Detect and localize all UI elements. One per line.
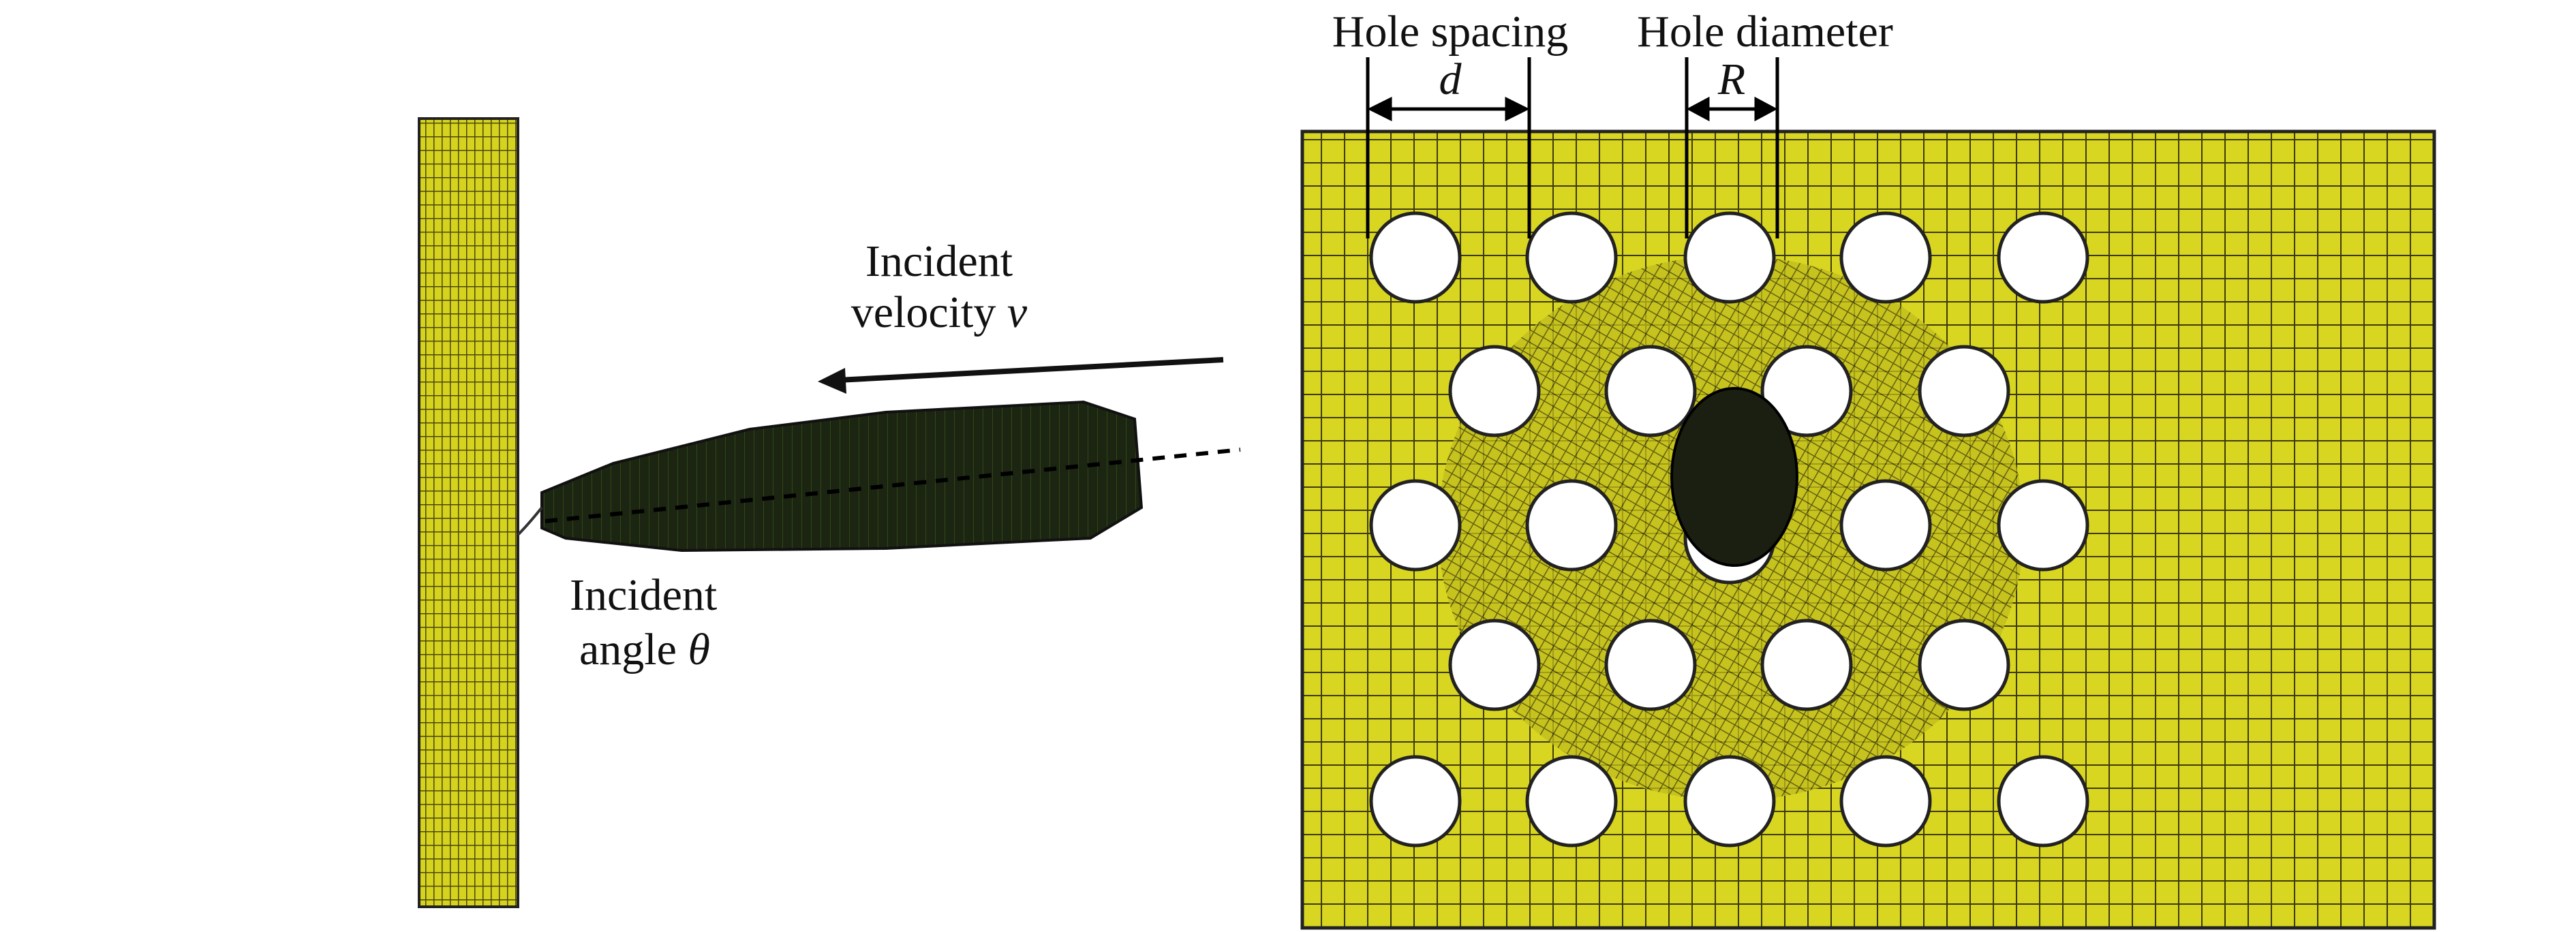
projectile bbox=[540, 400, 1144, 553]
svg-text:Incident: Incident bbox=[865, 236, 1013, 286]
svg-text:velocity v: velocity v bbox=[851, 288, 1028, 337]
svg-text:Hole spacing: Hole spacing bbox=[1332, 7, 1568, 57]
hole-diameter-symbol: R bbox=[1717, 55, 1745, 104]
svg-text:Incident: Incident bbox=[570, 570, 717, 620]
projectile-front-view bbox=[1670, 387, 1798, 567]
svg-text:d: d bbox=[1439, 55, 1462, 104]
velocity-symbol: v bbox=[1007, 288, 1028, 337]
incident-velocity-label-line2: velocity bbox=[851, 288, 1007, 337]
angle-arc bbox=[517, 506, 543, 536]
perforated-plate bbox=[1300, 129, 2436, 930]
incident-angle-label-line2: angle bbox=[579, 625, 688, 674]
incident-velocity-label-line1: Incident bbox=[865, 236, 1013, 286]
hole-spacing-label: Hole spacing bbox=[1332, 7, 1568, 57]
svg-text:angle θ: angle θ bbox=[579, 625, 710, 674]
holes bbox=[1369, 211, 2089, 848]
hole-spacing-symbol: d bbox=[1439, 55, 1462, 104]
hole-diameter-dimension bbox=[1685, 57, 1779, 238]
incident-angle-label-line1: Incident bbox=[570, 570, 717, 620]
svg-text:R: R bbox=[1717, 55, 1745, 104]
hole-diameter-label: Hole diameter bbox=[1637, 7, 1893, 57]
projectile-axis bbox=[545, 448, 1241, 523]
angle-symbol: θ bbox=[688, 625, 709, 674]
target-plate-side bbox=[418, 117, 519, 908]
velocity-arrow bbox=[818, 357, 1224, 394]
svg-text:Hole diameter: Hole diameter bbox=[1637, 7, 1893, 57]
hole-spacing-dimension bbox=[1366, 57, 1531, 238]
